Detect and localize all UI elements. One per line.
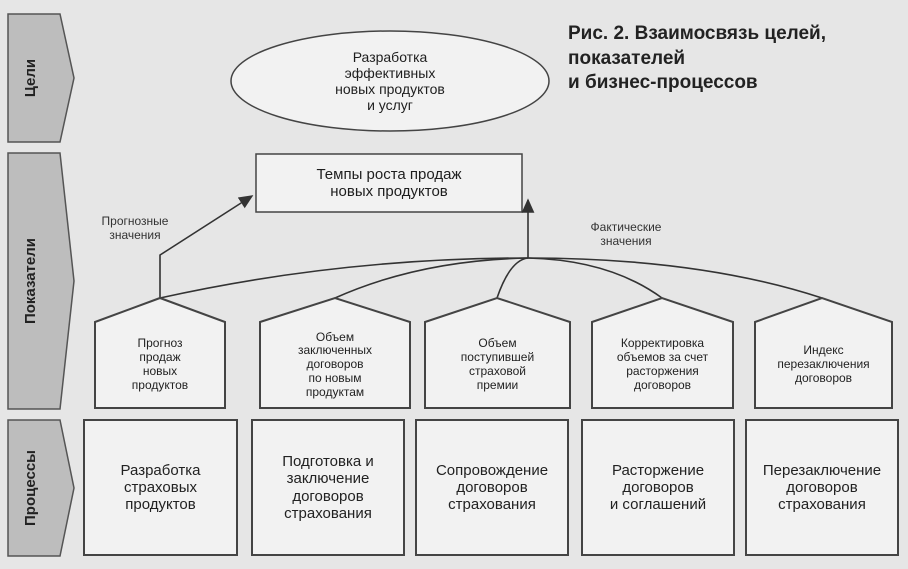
actual-arc-3 bbox=[496, 257, 529, 299]
process-box-1 bbox=[83, 419, 238, 556]
process-text-4: Расторжение договоров и соглашений bbox=[609, 461, 707, 514]
processes-band bbox=[7, 419, 75, 557]
sub-indicator-text-1: Прогноз продаж новых продуктов bbox=[131, 336, 189, 392]
process-text-5: Перезаключение договоров страхования bbox=[762, 461, 882, 514]
indicators-band bbox=[7, 152, 75, 410]
side-label-processes: Процессы bbox=[22, 450, 39, 526]
actual-arc-5 bbox=[527, 257, 823, 299]
actual-arc-1 bbox=[159, 257, 529, 299]
sub-indicator-house-1 bbox=[94, 296, 226, 409]
actual-arc-4 bbox=[527, 257, 663, 299]
process-box-3 bbox=[415, 419, 569, 556]
actual-label: Фактические значения bbox=[590, 220, 662, 249]
sub-indicator-house-3 bbox=[424, 296, 571, 409]
side-label-indicators: Показатели bbox=[22, 238, 39, 325]
goal-ellipse bbox=[230, 30, 550, 132]
sub-indicator-house-4 bbox=[591, 296, 734, 409]
process-box-5 bbox=[745, 419, 899, 556]
process-box-4 bbox=[581, 419, 735, 556]
process-box-2 bbox=[251, 419, 405, 556]
sub-indicator-text-3: Объем поступившей страховой премии bbox=[460, 336, 535, 392]
side-label-goals: Цели bbox=[22, 58, 39, 98]
sub-indicator-house-2 bbox=[259, 296, 411, 409]
indicator-text: Темпы роста продаж новых продуктов bbox=[316, 165, 462, 200]
process-text-2: Подготовка и заключение договоров страхо… bbox=[282, 453, 374, 522]
indicator-box bbox=[255, 153, 523, 213]
process-text-3: Сопровождение договоров страхования bbox=[435, 461, 549, 514]
goals-band bbox=[7, 13, 75, 143]
figure-title: Рис. 2. Взаимосвязь целей, показателей и… bbox=[568, 23, 827, 94]
sub-indicator-text-2: Объем заключенных договоров по новым про… bbox=[297, 329, 373, 399]
forecast-label: Прогнозные значения bbox=[101, 214, 169, 243]
actual-arc-2 bbox=[334, 257, 529, 299]
forecast-arrow bbox=[159, 195, 254, 298]
sub-indicator-text-4: Корректировка объемов за счет расторжени… bbox=[616, 336, 709, 392]
sub-indicator-house-5 bbox=[754, 296, 893, 409]
goal-text: Разработка эффективных новых продуктов и… bbox=[335, 48, 445, 114]
process-text-1: Разработка страховых продуктов bbox=[120, 461, 201, 514]
sub-indicator-text-5: Индекс перезаключения договоров bbox=[777, 343, 870, 385]
